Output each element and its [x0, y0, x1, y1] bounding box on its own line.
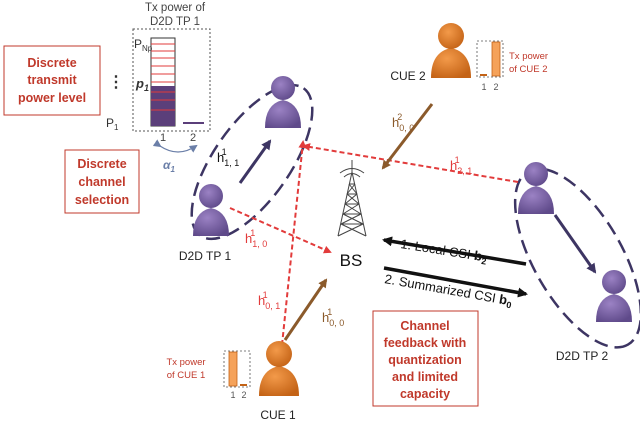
cue1-person-icon	[259, 341, 299, 396]
h00-cue2-label: h0, 02	[392, 112, 414, 133]
summarized-csi-arrow	[383, 266, 528, 298]
discrete-power-line3: power level	[18, 91, 86, 105]
cue1-power-line2: of CUE 1	[167, 370, 206, 381]
cue2-label: CUE 2	[390, 69, 426, 83]
cue1-bs-link	[283, 278, 328, 341]
h01-interference-link	[281, 140, 307, 346]
local-csi-arrow	[382, 236, 527, 266]
cue2-ch2-label: 2	[493, 82, 498, 92]
d2d-tp2-link	[553, 214, 597, 274]
h00-cue1-label: h0, 01	[322, 307, 344, 328]
d2d-tp2-pair-ellipse	[513, 167, 640, 349]
d2d-power-title-line1: Tx power of	[145, 2, 206, 14]
h01-label: h0, 11	[258, 290, 280, 311]
power-bottom-label: P1	[106, 116, 119, 132]
channel-feedback-box	[372, 310, 479, 407]
bs-label: BS	[340, 251, 363, 270]
cue2-power-line1: Tx power	[509, 51, 548, 62]
cue2-power-chart	[476, 40, 504, 78]
cue2-person-icon	[431, 23, 471, 78]
d2d-tp1-pair-ellipse	[190, 83, 314, 241]
cue1-ch1-label: 1	[230, 390, 235, 400]
channel-feedback-line2: feedback with	[384, 336, 467, 350]
d2d-tp1-tx-person-icon	[193, 184, 229, 236]
cue1-label: CUE 1	[260, 408, 296, 422]
d2d-power-title-line2: D2D TP 1	[150, 16, 200, 28]
d2d-power-frame	[132, 28, 211, 132]
d2d-tp2-label: D2D TP 2	[556, 349, 609, 363]
channel-feedback-line3: quantization	[388, 353, 462, 367]
discrete-power-box	[3, 45, 101, 116]
summarized-csi-label: 2. Summarized CSI b0	[383, 271, 513, 310]
power-dots: ⋮	[108, 74, 124, 91]
h21-label: h2, 11	[450, 155, 472, 176]
channel-select-arrow	[152, 139, 198, 153]
discrete-channel-box	[64, 149, 140, 214]
discrete-channel-line1: Discrete	[77, 157, 126, 171]
h11-label: h1, 11	[217, 147, 239, 168]
cue1-power-chart	[223, 350, 251, 388]
channel-feedback-line1: Channel	[400, 319, 449, 333]
channel1-label: 1	[160, 132, 166, 144]
d2d-tp1-label: D2D TP 1	[179, 249, 232, 263]
cue2-bs-link	[381, 103, 434, 170]
discrete-channel-line2: channel	[78, 175, 125, 189]
channel-feedback-line5: capacity	[400, 387, 450, 401]
d2d-tp2-rx-person-icon	[596, 270, 632, 322]
p1-label: p1	[135, 76, 149, 93]
power-level-bar	[150, 37, 176, 127]
h10-interference-link	[229, 207, 332, 254]
bs-tower-icon	[337, 160, 367, 237]
discrete-power-line1: Discrete	[27, 56, 76, 70]
alpha1-label: α1	[163, 158, 175, 174]
channel2-label: 2	[190, 132, 196, 144]
cue1-ch2-label: 2	[241, 390, 246, 400]
cue1-power-line1: Tx power	[166, 357, 205, 368]
power-top-label: PNp	[134, 37, 153, 53]
cue2-ch1-label: 1	[481, 82, 486, 92]
d2d-tp1-rx-person-icon	[265, 76, 301, 128]
h10-label: h1, 01	[245, 228, 267, 249]
d2d-tp2-tx-person-icon	[518, 162, 554, 214]
cue2-power-line2: of CUE 2	[509, 64, 548, 75]
discrete-channel-line3: selection	[75, 193, 129, 207]
d2d-tp1-link	[238, 139, 272, 184]
local-csi-label: 1. Local CSI b2	[399, 236, 488, 266]
discrete-power-line2: transmit	[27, 73, 77, 87]
channel-feedback-line4: and limited	[392, 370, 458, 384]
h21-interference-link	[302, 143, 519, 183]
